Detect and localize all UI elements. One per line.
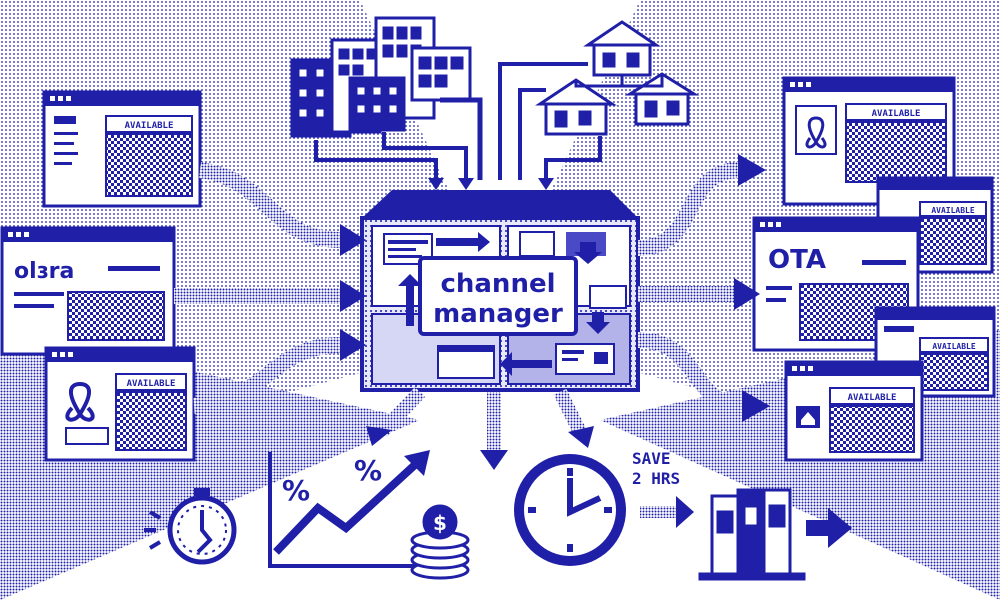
top-connector-lines	[314, 62, 602, 180]
right-card-5: AVAILABLE	[784, 360, 924, 462]
olgra-logo: olɜra	[14, 259, 74, 284]
hub-title-line1: channel	[440, 269, 555, 299]
hours-label: 2 HRS	[632, 469, 680, 488]
right-output-arrows	[637, 162, 745, 414]
channel-manager-hub: channel manager	[360, 190, 640, 392]
arrow-icon	[340, 224, 366, 361]
apartment-buildings-icon	[290, 16, 472, 138]
left-input-arrows	[174, 162, 343, 414]
arrow-icon	[366, 426, 594, 470]
left-card-1-available: AVAILABLE	[125, 121, 174, 131]
hub-title-line2: manager	[433, 299, 563, 329]
right-card-4-available: AVAILABLE	[932, 342, 976, 351]
ota-label: OTA	[768, 245, 826, 275]
down-arrows	[376, 387, 587, 452]
coin-stack-icon: $	[410, 504, 470, 580]
airbnb-logo-icon	[65, 381, 95, 422]
binders-icon	[698, 488, 806, 581]
percent-symbol: %	[354, 454, 382, 487]
ota-card: OTA	[752, 216, 920, 352]
arrow-icon	[734, 154, 770, 422]
stopwatch-icon	[144, 488, 237, 565]
coin-dollar: $	[433, 511, 447, 535]
right-card-5-available: AVAILABLE	[848, 393, 897, 403]
right-card-2-available: AVAILABLE	[931, 206, 975, 215]
left-card-3-available: AVAILABLE	[127, 379, 176, 389]
left-card-2: olɜra	[0, 226, 176, 356]
house-icon	[535, 20, 700, 136]
percent-symbol: %	[282, 474, 310, 507]
growth-chart-icon: % %	[268, 450, 430, 568]
arrow-icon	[806, 508, 852, 548]
save-label: SAVE	[632, 449, 671, 468]
left-card-3: AVAILABLE	[44, 346, 196, 462]
right-card-4: AVAILABLE	[874, 306, 996, 398]
left-card-1: AVAILABLE	[42, 90, 202, 208]
airbnb-logo-icon	[805, 116, 827, 149]
clock-icon	[514, 454, 626, 566]
arrow-icon	[428, 178, 554, 190]
right-card-1-available: AVAILABLE	[872, 109, 921, 119]
arrow-icon	[640, 496, 694, 528]
